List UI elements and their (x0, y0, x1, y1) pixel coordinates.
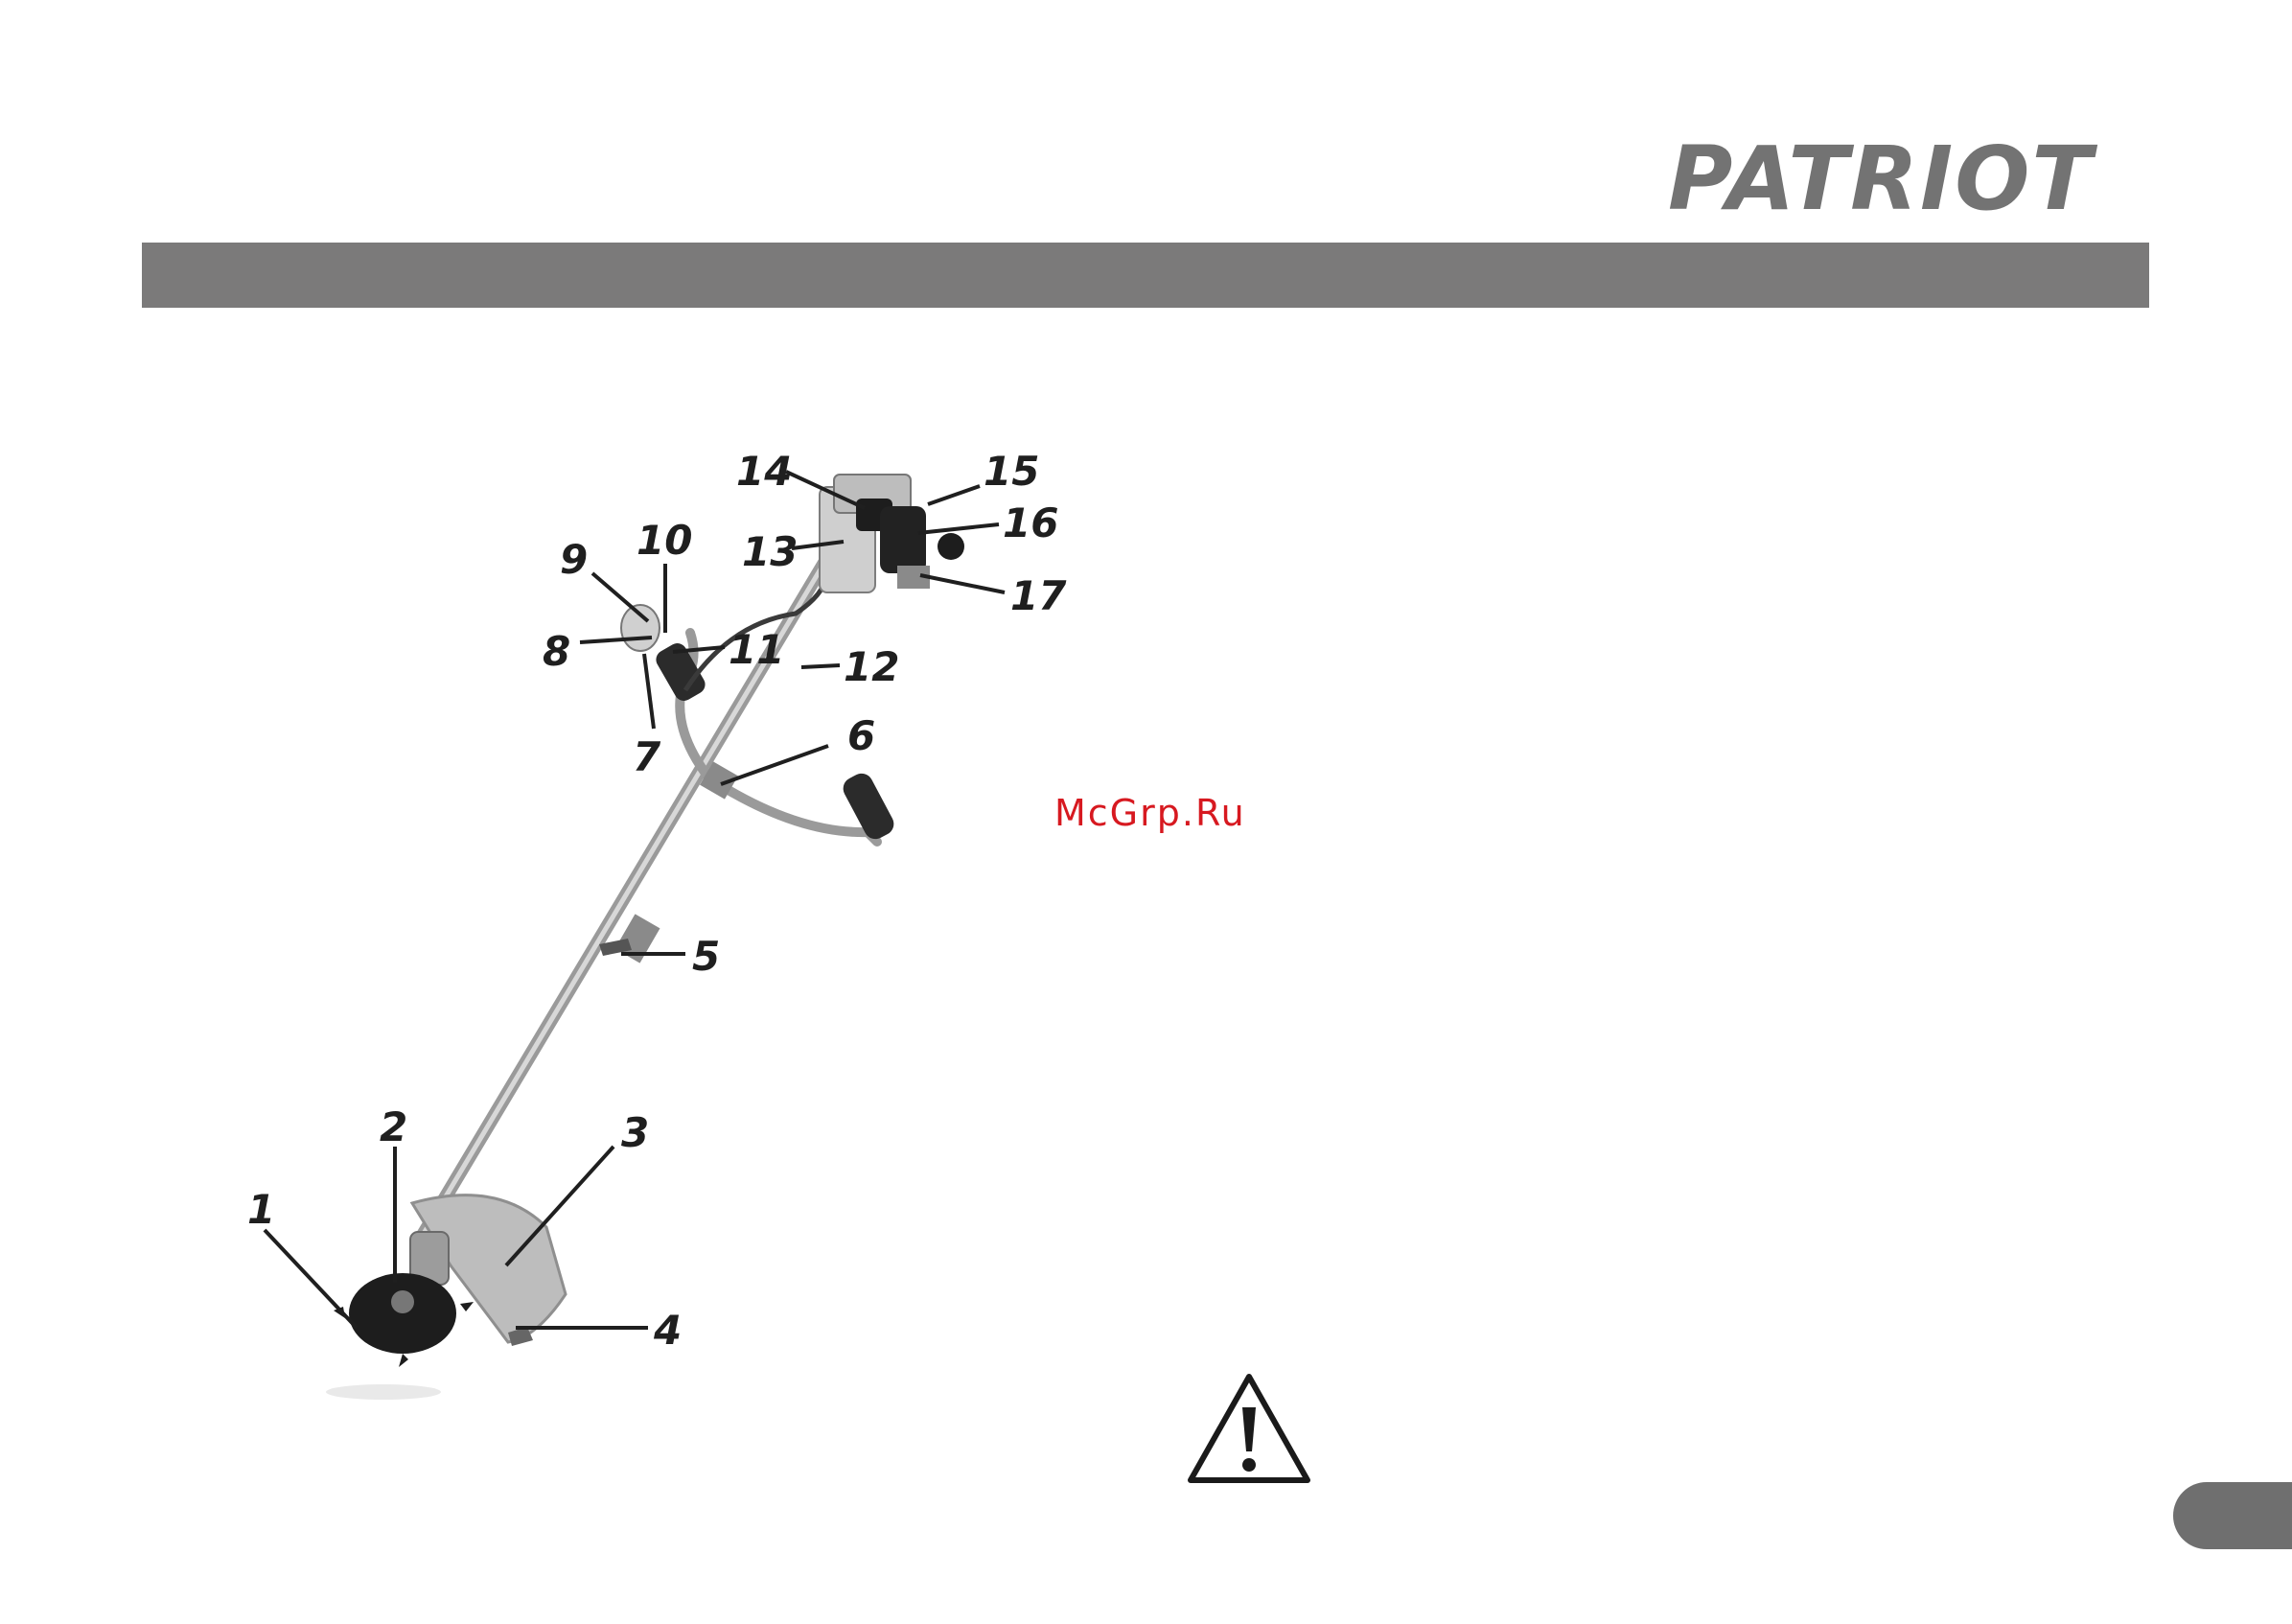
leader-15 (928, 486, 980, 504)
fuel-tank (880, 506, 926, 573)
callout-13: 13 (742, 528, 798, 575)
callout-14: 14 (736, 448, 792, 495)
ground-shadow (326, 1384, 441, 1400)
leader-6 (721, 746, 828, 784)
callout-8: 8 (543, 628, 570, 675)
leader-17 (920, 575, 1005, 592)
callout-7: 7 (633, 733, 661, 780)
leader-12 (801, 665, 840, 667)
leader-16 (918, 524, 999, 533)
blade-nut (391, 1290, 414, 1313)
leader-1 (265, 1230, 357, 1328)
callout-3: 3 (621, 1109, 649, 1156)
callout-6: 6 (847, 712, 875, 759)
starter-handle (938, 533, 964, 560)
page-number-tab (2173, 1482, 2292, 1549)
leader-9 (592, 573, 648, 621)
warning-triangle-icon (1185, 1371, 1313, 1486)
callout-11: 11 (729, 626, 784, 673)
watermark-text: McGrp.Ru (1054, 792, 1246, 834)
callout-16: 16 (1003, 499, 1058, 546)
throttle-housing (621, 605, 660, 651)
callout-4: 4 (653, 1307, 682, 1354)
callout-2: 2 (380, 1103, 407, 1150)
callout-17: 17 (1010, 572, 1067, 619)
callout-15: 15 (984, 448, 1039, 495)
callout-5: 5 (692, 933, 720, 980)
callout-1: 1 (247, 1186, 275, 1233)
callout-9: 9 (560, 536, 588, 583)
leader-3 (506, 1147, 614, 1265)
callout-12: 12 (844, 643, 899, 690)
leader-7 (644, 654, 654, 729)
callout-10: 10 (637, 517, 692, 564)
